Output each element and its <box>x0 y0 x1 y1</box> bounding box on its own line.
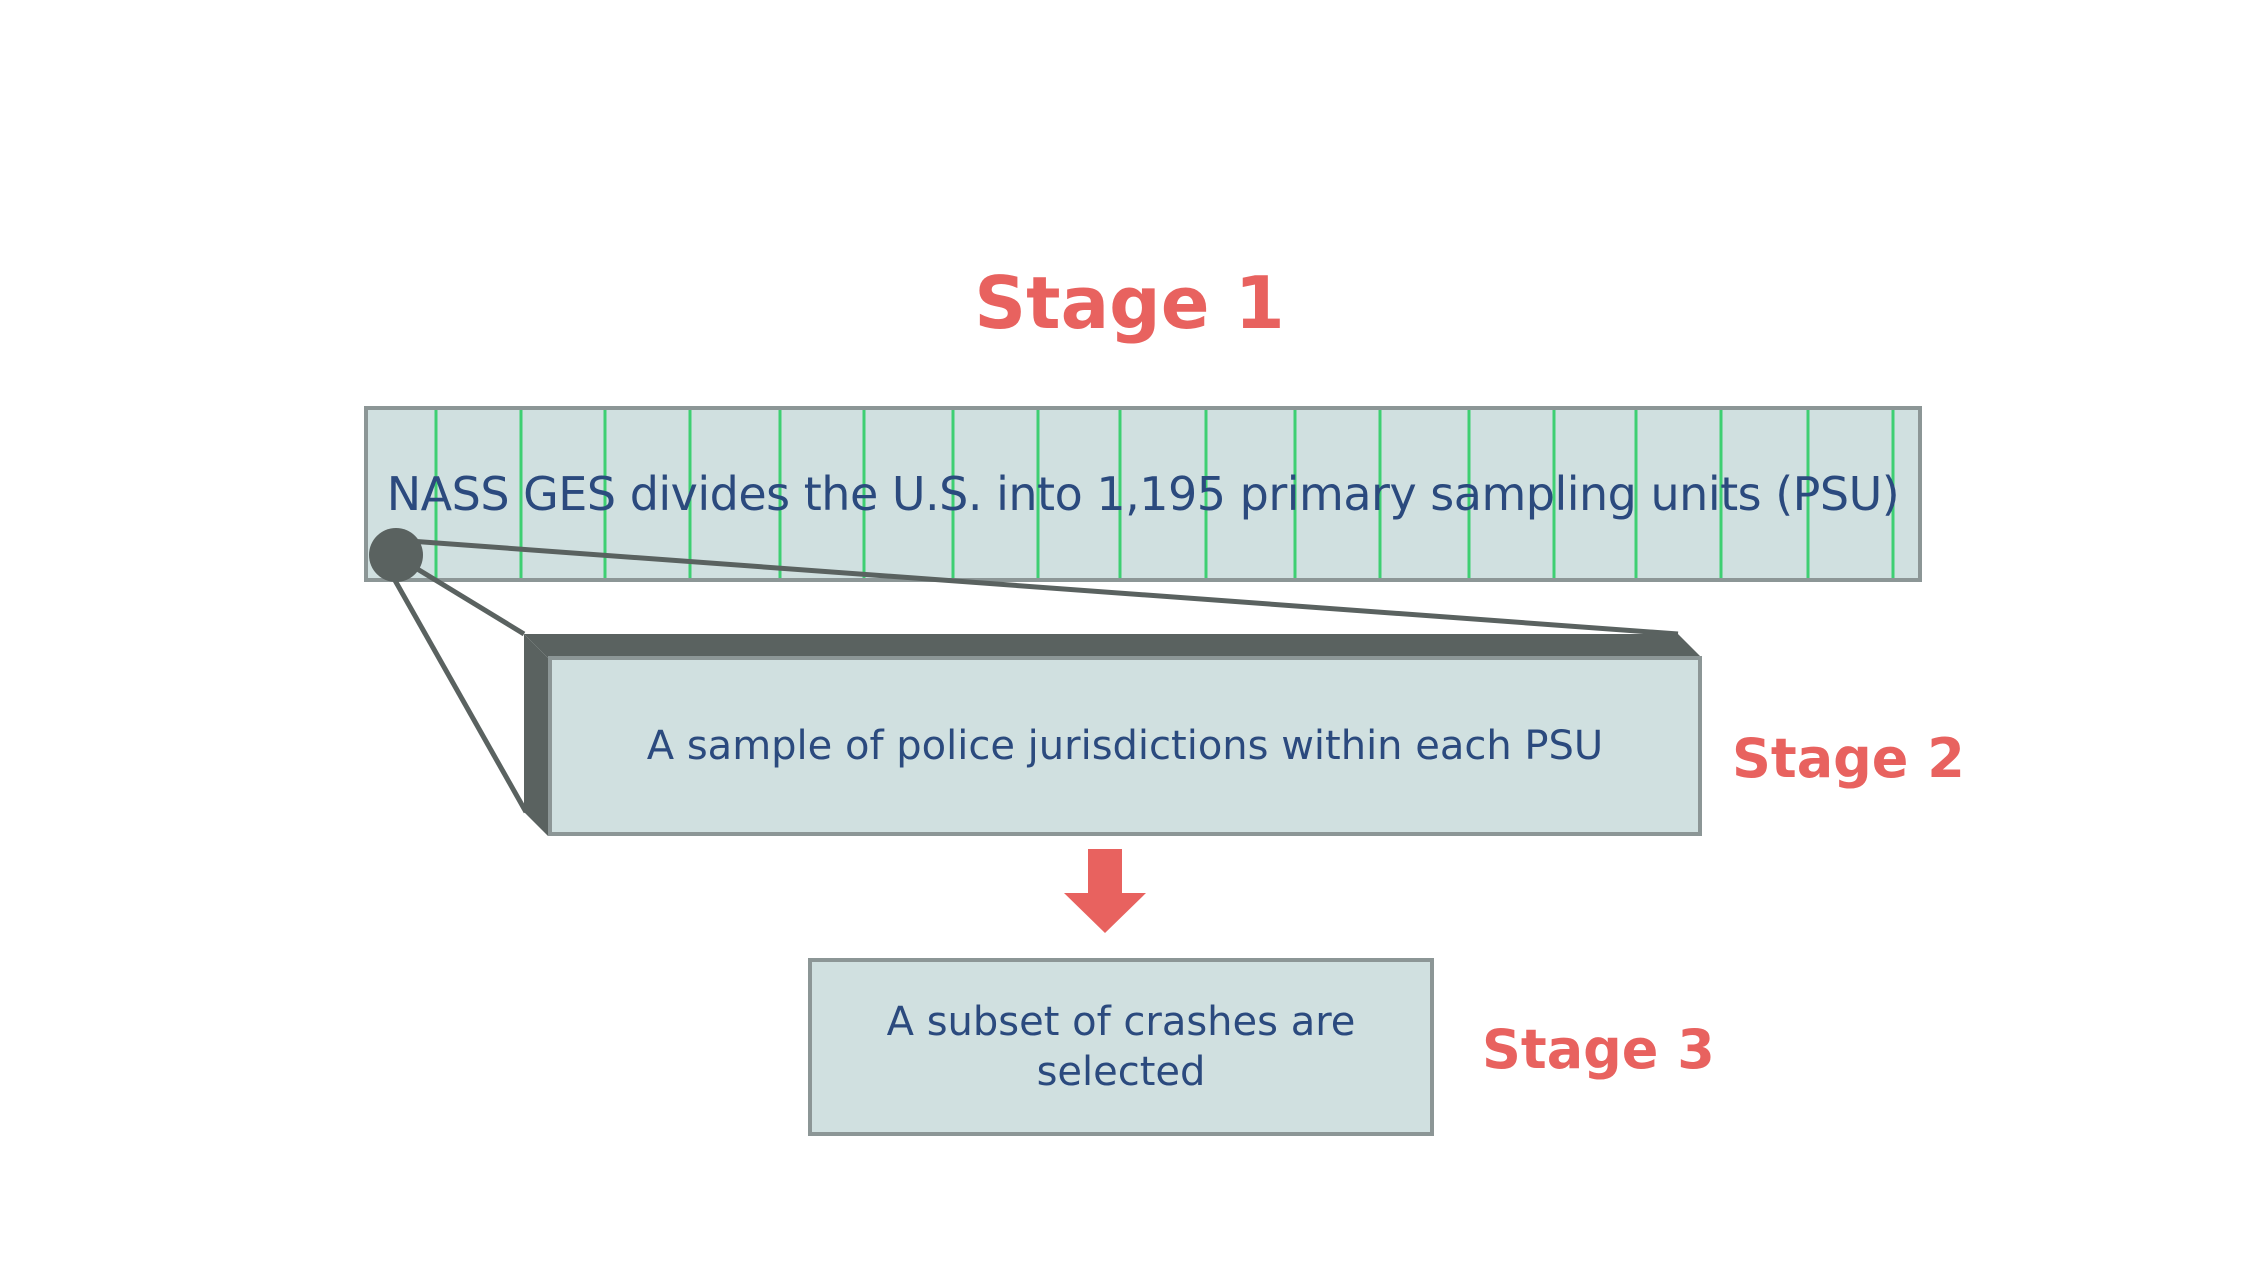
crash-subset-label: A subset of crashes are selected <box>886 999 1356 1095</box>
crash-subset-box: A subset of crashes are selected <box>808 958 1434 1136</box>
psu-bar-label: NASS GES divides the U.S. into 1,195 pri… <box>386 467 1900 521</box>
stage-1-title: Stage 1 <box>974 261 1285 345</box>
down-arrow-shape <box>1064 849 1146 933</box>
extrusion-left-face <box>524 634 548 836</box>
stage-3-title: Stage 3 <box>1482 1018 1715 1081</box>
jurisdiction-sample-box: A sample of police jurisdictions within … <box>548 656 1702 836</box>
jurisdiction-sample-label: A sample of police jurisdictions within … <box>646 723 1604 769</box>
stage-2-title: Stage 2 <box>1732 727 1965 790</box>
extrusion-top-face <box>524 634 1702 658</box>
